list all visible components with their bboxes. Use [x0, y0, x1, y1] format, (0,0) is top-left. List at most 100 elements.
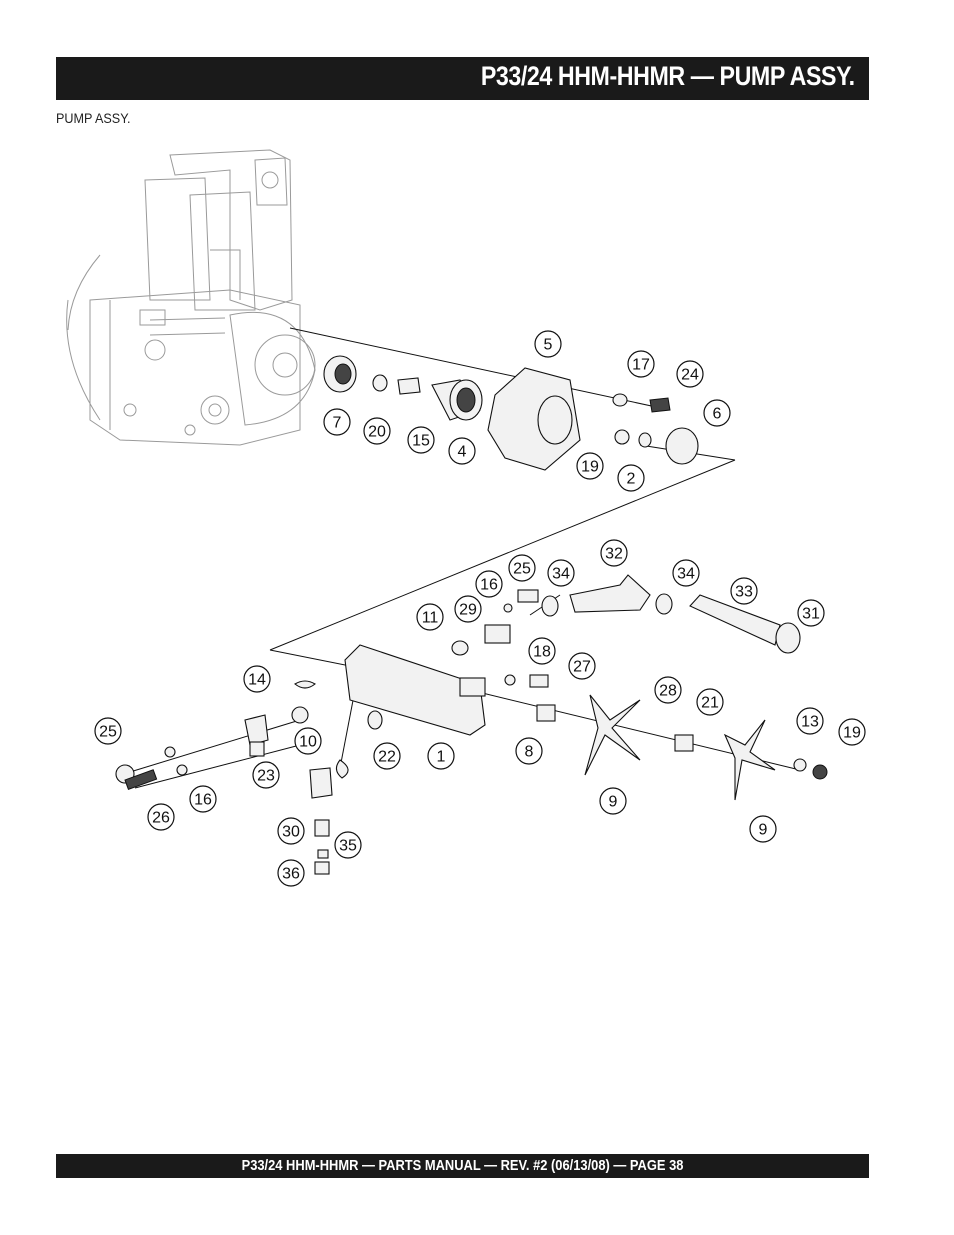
callout-circle	[454, 595, 482, 623]
callout-circle	[617, 464, 645, 492]
callout-label: 29	[459, 602, 477, 619]
callout-label: 6	[713, 406, 722, 423]
callout-circle	[448, 437, 476, 465]
footer-text: P33/24 HHM-HHMR — PARTS MANUAL — REV. #2…	[241, 1157, 684, 1174]
callout-circle	[654, 676, 682, 704]
callout-circle	[407, 426, 435, 454]
callout-circle	[547, 559, 575, 587]
callout-16: 16	[189, 785, 217, 813]
callout-circle	[334, 831, 362, 859]
callout-label: 16	[480, 577, 498, 594]
callout-5: 5	[534, 330, 562, 358]
callout-14: 14	[243, 665, 271, 693]
callout-23: 23	[252, 761, 280, 789]
callout-label: 18	[533, 644, 551, 661]
callout-label: 9	[609, 794, 618, 811]
callout-7: 7	[323, 408, 351, 436]
callout-24: 24	[676, 360, 704, 388]
callout-32: 32	[600, 539, 628, 567]
callout-circle	[252, 761, 280, 789]
callout-label: 10	[299, 734, 317, 751]
footer-bar: P33/24 HHM-HHMR — PARTS MANUAL — REV. #2…	[56, 1154, 869, 1178]
callout-label: 25	[99, 724, 117, 741]
callout-circle	[94, 717, 122, 745]
callout-circle	[189, 785, 217, 813]
callout-circle	[696, 688, 724, 716]
callout-label: 30	[282, 824, 300, 841]
callout-label: 16	[194, 792, 212, 809]
callout-label: 35	[339, 838, 357, 855]
callout-34: 34	[547, 559, 575, 587]
callout-label: 17	[632, 357, 650, 374]
callout-13: 13	[796, 707, 824, 735]
pump-parts	[115, 355, 828, 875]
section-subtitle: PUMP ASSY.	[56, 110, 131, 126]
callout-circle	[427, 742, 455, 770]
callout-circle	[363, 417, 391, 445]
callout-1: 1	[427, 742, 455, 770]
callout-circle	[627, 350, 655, 378]
callout-circle	[796, 707, 824, 735]
callout-label: 36	[282, 866, 300, 883]
callout-label: 23	[257, 768, 275, 785]
callout-9: 9	[599, 787, 627, 815]
callout-27: 27	[568, 652, 596, 680]
callout-20: 20	[363, 417, 391, 445]
callout-circle	[373, 742, 401, 770]
callout-19: 19	[576, 452, 604, 480]
callout-circle	[508, 554, 536, 582]
callout-33: 33	[730, 577, 758, 605]
callout-15: 15	[407, 426, 435, 454]
callout-35: 35	[334, 831, 362, 859]
callout-circle	[568, 652, 596, 680]
callout-circle	[534, 330, 562, 358]
callout-circle	[676, 360, 704, 388]
callout-label: 5	[544, 337, 553, 354]
callout-25: 25	[94, 717, 122, 745]
callout-label: 31	[802, 606, 820, 623]
callout-label: 7	[333, 415, 342, 432]
callout-31: 31	[797, 599, 825, 627]
callout-label: 27	[573, 659, 591, 676]
callout-34: 34	[672, 559, 700, 587]
callout-circle	[672, 559, 700, 587]
callout-circle	[730, 577, 758, 605]
engine-illustration	[66, 149, 316, 446]
callout-26: 26	[147, 803, 175, 831]
callout-22: 22	[373, 742, 401, 770]
callout-label: 20	[368, 424, 386, 441]
callout-label: 34	[552, 566, 570, 583]
callout-29: 29	[454, 595, 482, 623]
page-title: P33/24 HHM-HHMR — PUMP ASSY.	[481, 61, 855, 91]
callout-label: 19	[581, 459, 599, 476]
callout-label: 33	[735, 584, 753, 601]
callout-label: 19	[843, 725, 861, 742]
callout-label: 22	[378, 749, 396, 766]
callout-10: 10	[294, 727, 322, 755]
callout-label: 14	[248, 672, 266, 689]
callout-circle	[416, 603, 444, 631]
callout-circle	[599, 787, 627, 815]
callout-label: 32	[605, 546, 623, 563]
callout-label: 13	[801, 714, 819, 731]
header-bar: P33/24 HHM-HHMR — PUMP ASSY.	[56, 57, 869, 100]
callout-circle	[838, 718, 866, 746]
callout-circle	[294, 727, 322, 755]
callout-19: 19	[838, 718, 866, 746]
callout-circle	[515, 737, 543, 765]
callout-circle	[147, 803, 175, 831]
callout-label: 2	[627, 471, 636, 488]
callout-circle	[243, 665, 271, 693]
callout-label: 11	[422, 610, 439, 627]
callout-36: 36	[277, 859, 305, 887]
callout-label: 15	[412, 433, 430, 450]
callout-label: 4	[458, 444, 467, 461]
callout-label: 8	[525, 744, 534, 761]
callout-16: 16	[475, 570, 503, 598]
callout-circle	[323, 408, 351, 436]
callout-circle	[277, 859, 305, 887]
callout-4: 4	[448, 437, 476, 465]
callout-18: 18	[528, 637, 556, 665]
callout-label: 21	[701, 695, 719, 712]
callout-circle	[475, 570, 503, 598]
